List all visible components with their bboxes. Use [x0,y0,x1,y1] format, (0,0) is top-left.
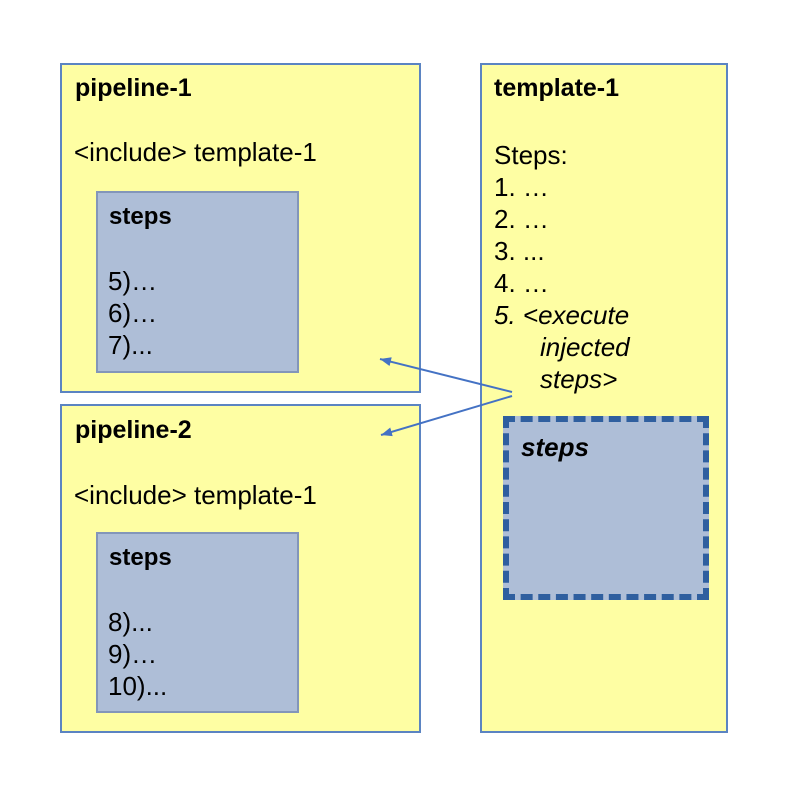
template-step-line: 4. … [494,268,549,298]
pipeline-2-steps-label: steps [109,544,172,571]
pipeline-1-steps-label: steps [109,203,172,230]
template-execute-line: injected [540,332,630,362]
step-item: 10)... [108,671,168,701]
template-steps-heading: Steps: [494,140,568,170]
template-execute-line: steps> [540,364,618,394]
step-item: 9)… [108,639,158,669]
template-1-box: template-1 Steps: 1. … 2. … 3. ... 4. … … [480,63,728,733]
template-1-steps-list: Steps: 1. … 2. … 3. ... 4. … 5. <execute… [494,139,630,395]
pipeline-1-include-line: <include> template-1 [74,137,317,167]
pipeline-2-steps-items: 8)... 9)… 10)... [108,606,167,702]
pipeline-1-box: pipeline-1 <include> template-1 steps 5)… [60,63,421,393]
template-step-line: 3. ... [494,236,545,266]
pipeline-1-steps-items: 5)… 6)… 7)... [108,265,157,361]
step-item: 8)... [108,607,153,637]
pipeline-1-title: pipeline-1 [75,74,192,102]
template-step-line: 2. … [494,204,549,234]
step-item: 6)… [108,298,158,328]
step-item: 5)… [108,266,158,296]
step-item: 7)... [108,330,153,360]
template-execute-line: 5. <execute [494,300,630,330]
pipeline-2-include-line: <include> template-1 [74,480,317,510]
template-step-line: 1. … [494,172,549,202]
pipeline-2-steps-box: steps 8)... 9)… 10)... [96,532,299,713]
pipeline-1-steps-box: steps 5)… 6)… 7)... [96,191,299,373]
pipeline-2-box: pipeline-2 <include> template-1 steps 8)… [60,404,421,733]
injected-steps-placeholder-box: steps [503,416,709,600]
template-1-title: template-1 [494,74,620,102]
pipeline-2-title: pipeline-2 [75,416,192,444]
injected-steps-label: steps [521,432,589,462]
